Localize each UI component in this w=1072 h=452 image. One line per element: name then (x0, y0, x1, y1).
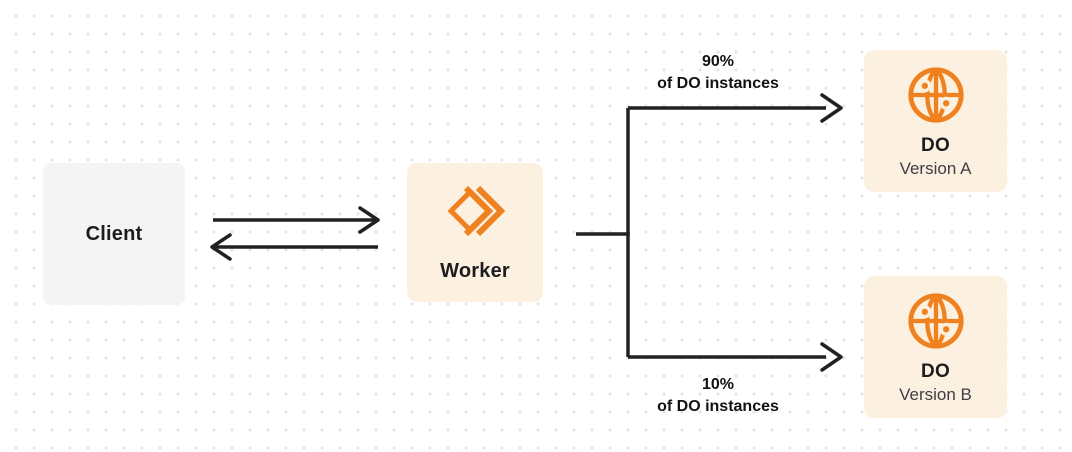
edge-label-90-percent-line1: 90% (701, 53, 735, 70)
worker-label: Worker (440, 260, 510, 282)
edge-label-10-percent: 10% of DO instances (616, 374, 820, 418)
globe-icon (905, 64, 967, 126)
client-label: Client (85, 222, 143, 245)
edge-label-90-percent-line2: of DO instances (657, 75, 779, 92)
do-a-title: DO (921, 134, 950, 156)
do-version-a-node: DO Version A (864, 50, 1007, 192)
client-node: Client (43, 163, 185, 305)
arrow-worker-to-client (210, 233, 378, 261)
edge-label-10-percent-line1: 10% (701, 376, 735, 393)
edge-label-90-percent: 90% of DO instances (616, 51, 820, 95)
globe-icon (905, 290, 967, 352)
do-b-subtitle: Version B (899, 384, 972, 404)
do-version-b-node: DO Version B (864, 276, 1007, 418)
cloudflare-workers-icon (440, 182, 510, 240)
arrow-client-to-worker (213, 206, 380, 234)
do-a-subtitle: Version A (899, 158, 972, 178)
split-connector (576, 93, 843, 372)
arrowhead-to-do-b (820, 342, 843, 372)
do-b-title: DO (921, 360, 950, 382)
edge-label-10-percent-line2: of DO instances (657, 398, 779, 415)
worker-node: Worker (407, 163, 543, 302)
arrowhead-to-do-a (820, 93, 843, 123)
